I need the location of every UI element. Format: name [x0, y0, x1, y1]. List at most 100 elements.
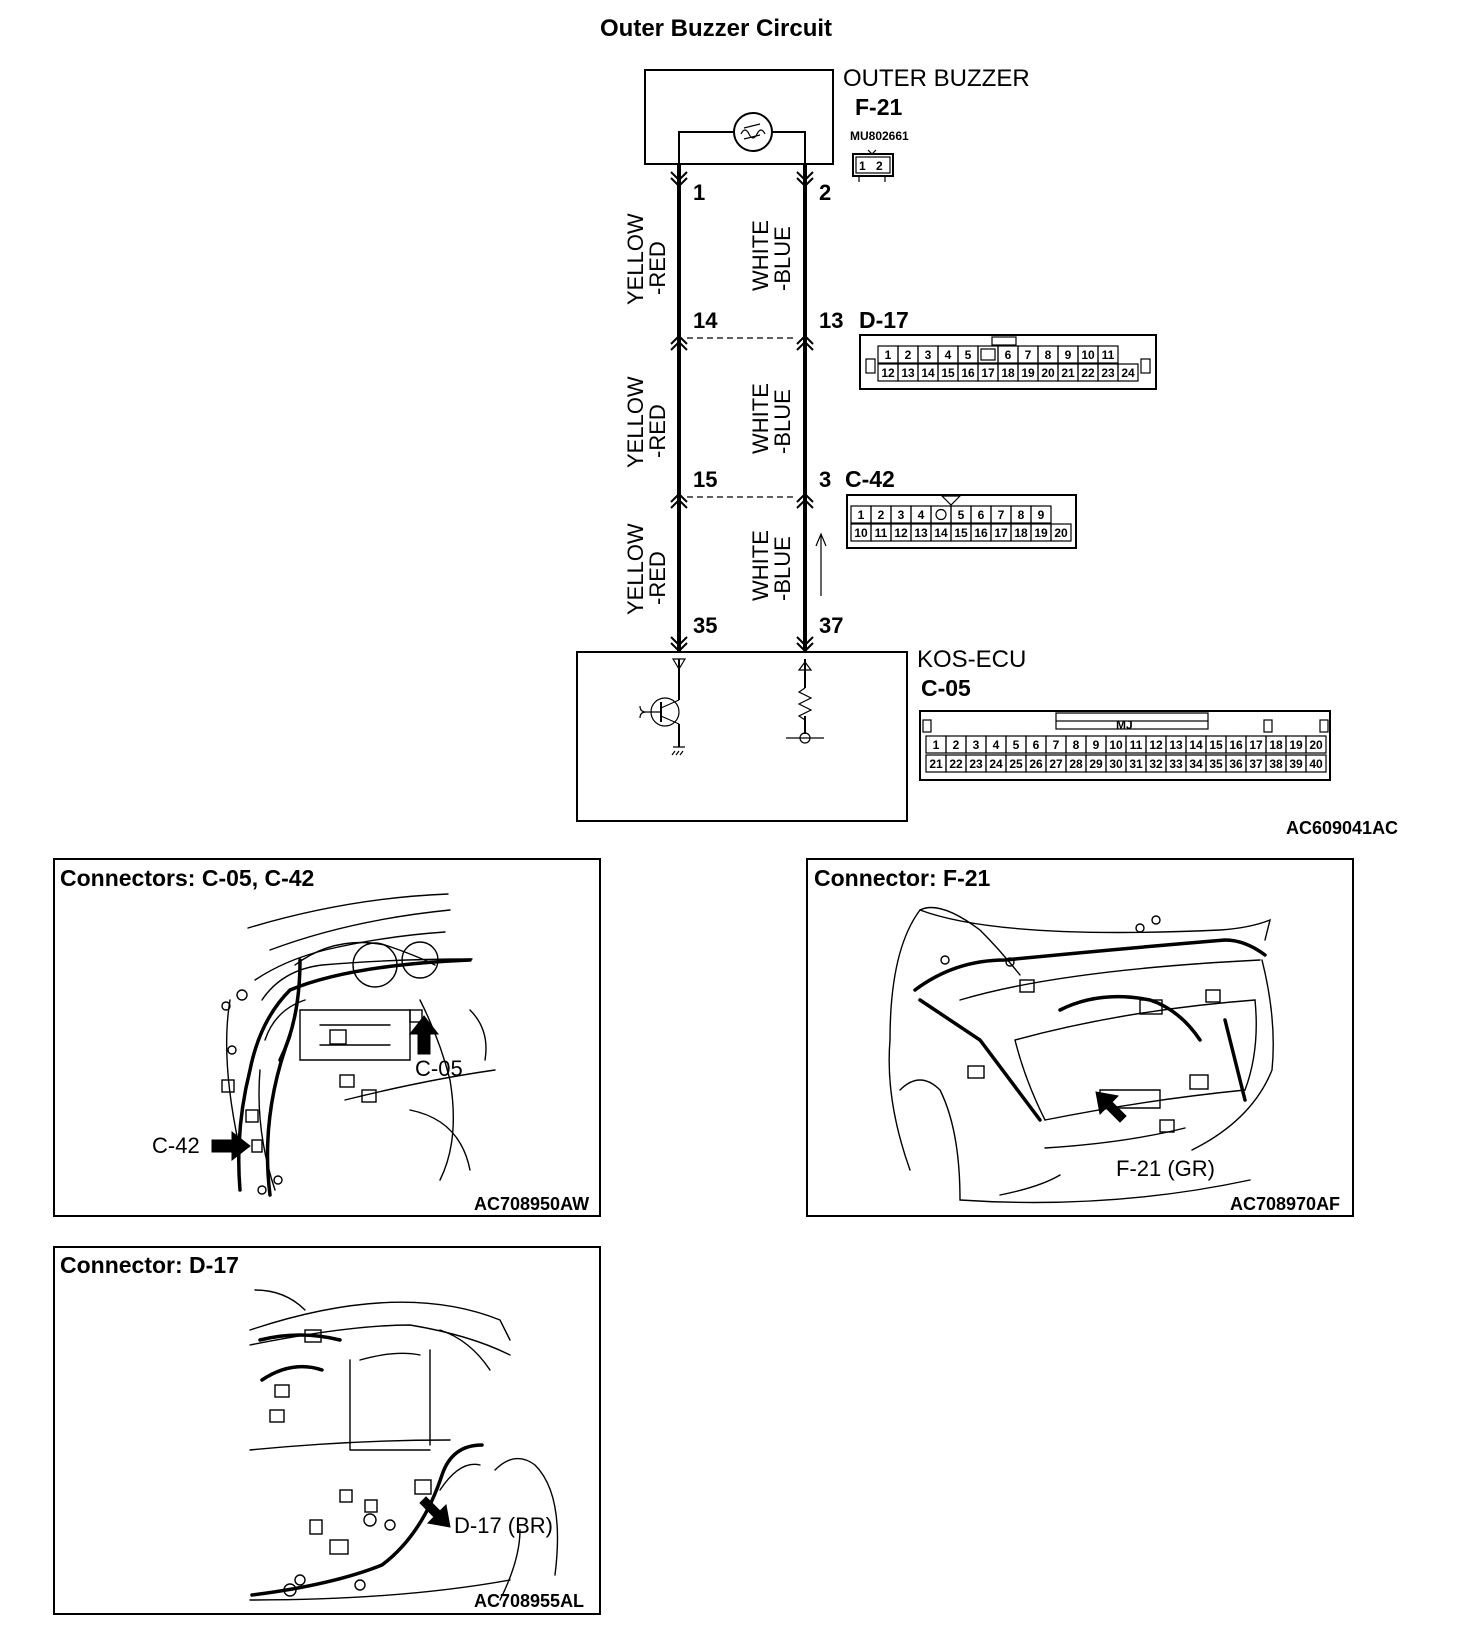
buzzer-symbol-icon: [733, 112, 773, 152]
c05-pin-label: 34: [1189, 757, 1203, 771]
c05-pin-label: 19: [1289, 738, 1303, 752]
panel-d17-title: Connector: D-17: [60, 1252, 239, 1278]
car-rear-sketch-icon: [888, 906, 1274, 1204]
pin-f21-2: 2: [819, 180, 831, 205]
c05-pin-label: 35: [1209, 757, 1223, 771]
c42-pin-label: 4: [918, 508, 925, 522]
d17-pin-label: 4: [945, 348, 952, 362]
c05-cell: [1305, 754, 1327, 773]
c05-pin-label: 33: [1169, 757, 1183, 771]
c42-pin-label: 11: [875, 526, 888, 540]
c05-pin-label: 22: [949, 757, 963, 771]
c42-pin-label: 17: [994, 526, 1008, 540]
c42-pin-label: 12: [894, 526, 908, 540]
c05-pin-label: 26: [1029, 757, 1043, 771]
d17-cell: [1117, 363, 1139, 382]
c05-pin-label: 37: [1249, 757, 1263, 771]
c42-pin-label: 6: [978, 508, 985, 522]
d17-pin-label: 8: [1045, 348, 1052, 362]
resistor-icon: [786, 661, 824, 744]
c05-callout: C-05: [415, 1056, 463, 1081]
buzzer-part-number: MU802661: [850, 129, 909, 143]
c05-pin-label: 8: [1073, 738, 1080, 752]
c05-pin-label: 32: [1149, 757, 1163, 771]
c05-locator-arrow-icon: [408, 1015, 440, 1055]
c42-pin-label: 3: [898, 508, 905, 522]
wire-color-red-seg1: -RED: [645, 241, 670, 295]
d17-pin-label: 20: [1041, 366, 1055, 380]
c05-pin-label: 23: [969, 757, 983, 771]
panel-connectors-c05-c42: Connectors: C-05, C-42: [53, 858, 601, 1217]
c42-pin-label: 14: [934, 526, 948, 540]
f21-callout: F-21 (GR): [1116, 1156, 1215, 1181]
c42-pin-label: 16: [974, 526, 988, 540]
pin-c42-15: 15: [693, 467, 717, 492]
c42-locator-arrow-icon: [211, 1130, 251, 1162]
d17-cell: [1097, 345, 1119, 364]
c42-pin-label: 19: [1034, 526, 1048, 540]
panel-c05-c42-code: AC708950AW: [474, 1194, 589, 1214]
wire-color-yellow-seg2: YELLOW: [623, 376, 648, 468]
d17-pin-label: 6: [1005, 348, 1012, 362]
wire-color-white-seg3: WHITE: [748, 530, 773, 601]
panel-connector-f21: Connector: F-21: [806, 858, 1354, 1217]
c42-pin-label: 18: [1014, 526, 1028, 540]
c42-connector-label: C-42: [845, 466, 895, 492]
dashboard-sketch-icon: [221, 893, 496, 1195]
c42-key-icon: [935, 508, 947, 521]
c42-pin-label: 15: [954, 526, 968, 540]
wire-color-white-seg1: WHITE: [748, 220, 773, 291]
d17-callout: D-17 (BR): [454, 1513, 553, 1538]
d17-pin-label: 11: [1102, 348, 1115, 362]
c05-cell: [1305, 735, 1327, 754]
c05-tab-label: MJ: [1116, 718, 1133, 732]
c42-pin-label: 9: [1038, 508, 1045, 522]
d17-pin-label: 21: [1061, 366, 1075, 380]
pin-d17-13: 13: [819, 308, 843, 333]
d17-pin-label: 2: [905, 348, 912, 362]
c42-pin-label: 1: [858, 508, 865, 522]
wire-color-red-seg2: -RED: [645, 404, 670, 458]
d17-pin-label: 13: [901, 366, 915, 380]
c05-pin-label: 36: [1229, 757, 1243, 771]
outer-buzzer-label: OUTER BUZZER: [843, 65, 1030, 92]
d17-connector-label: D-17: [859, 307, 909, 333]
d17-key-icon: [980, 348, 996, 361]
wire-color-yellow-seg3: YELLOW: [623, 523, 648, 615]
c42-pin-label: 5: [958, 508, 965, 522]
d17-pin-label: 3: [925, 348, 932, 362]
d17-pin-label: 18: [1001, 366, 1015, 380]
f21-face-pin-1: 1: [859, 159, 866, 173]
panel-c05-c42-title: Connectors: C-05, C-42: [60, 865, 314, 891]
wire-color-yellow-seg1: YELLOW: [623, 213, 648, 305]
d17-pin-label: 23: [1101, 366, 1115, 380]
c05-pin-label: 28: [1069, 757, 1083, 771]
f21-locator-arrow-icon: [1095, 1091, 1127, 1123]
c05-pin-label: 17: [1249, 738, 1263, 752]
c05-pin-label: 11: [1130, 738, 1143, 752]
c42-pin-label: 20: [1054, 526, 1068, 540]
f21-connector-face-icon: 1 2: [852, 149, 894, 182]
c42-cell: [1050, 523, 1072, 542]
c42-pin-label: 13: [914, 526, 928, 540]
c05-pin-label: 10: [1109, 738, 1123, 752]
c05-pin-label: 13: [1169, 738, 1183, 752]
panel-d17-code: AC708955AL: [474, 1591, 584, 1611]
d17-pin-label: 9: [1065, 348, 1072, 362]
c05-pin-label: 2: [953, 738, 960, 752]
diagram-code: AC609041AC: [1286, 818, 1398, 838]
c05-pin-label: 29: [1089, 757, 1103, 771]
pin-f21-1: 1: [693, 180, 705, 205]
panel-f21-title: Connector: F-21: [814, 865, 991, 891]
c05-pin-label: 6: [1033, 738, 1040, 752]
c05-pin-label: 16: [1229, 738, 1243, 752]
d17-pin-label: 22: [1081, 366, 1095, 380]
f21-face-pin-2: 2: [876, 159, 883, 173]
c05-connector-label: C-05: [921, 675, 971, 701]
d17-pin-label: 17: [981, 366, 995, 380]
c05-pin-label: 24: [989, 757, 1003, 771]
